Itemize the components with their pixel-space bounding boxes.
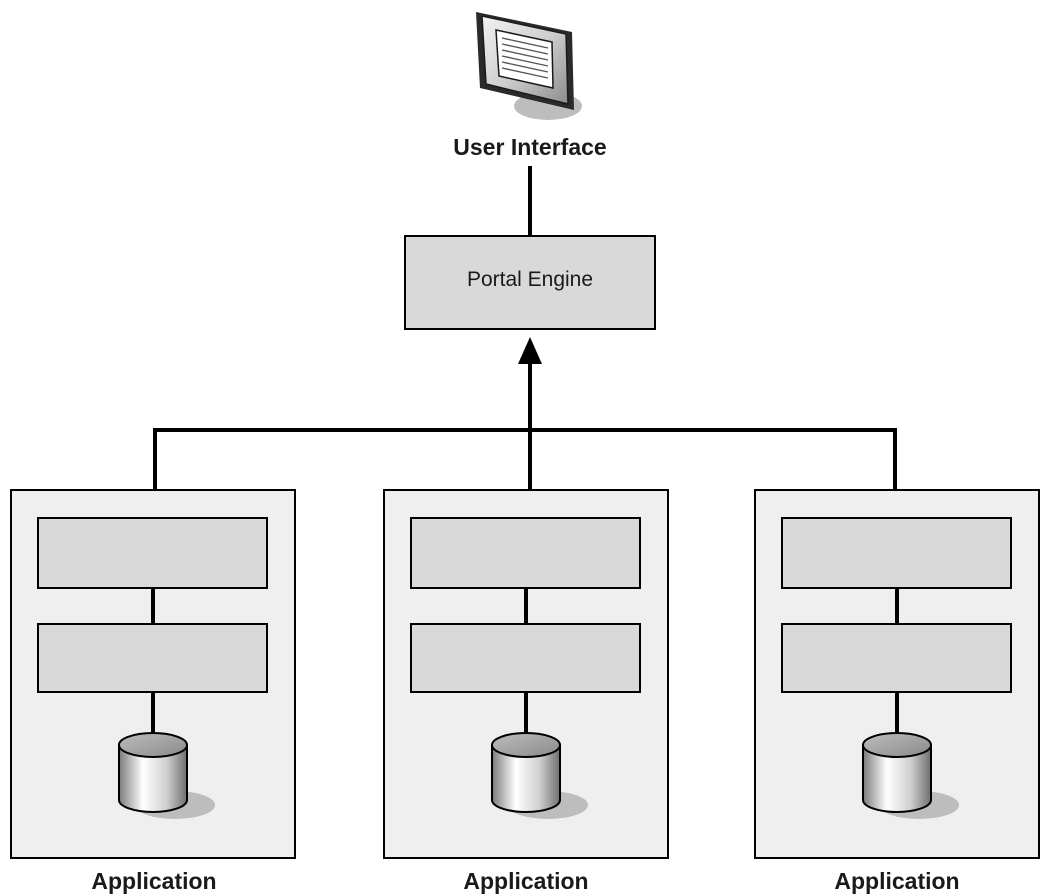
monitor-icon bbox=[476, 12, 582, 120]
application-panel-2 bbox=[383, 489, 669, 859]
application-label-2: Application bbox=[463, 868, 589, 894]
application-label-3: Application bbox=[834, 868, 960, 894]
portal-engine-box bbox=[404, 235, 656, 330]
application-label-1: Application bbox=[91, 868, 217, 894]
arrow-up-icon bbox=[518, 337, 542, 364]
application-panel-1 bbox=[10, 489, 296, 859]
portal-engine-label: Portal Engine bbox=[466, 268, 594, 291]
database-icon bbox=[862, 732, 959, 819]
database-icon bbox=[118, 732, 215, 819]
user-interface-label: User Interface bbox=[453, 134, 607, 160]
application-panel-3 bbox=[754, 489, 1040, 859]
database-icon bbox=[491, 732, 588, 819]
